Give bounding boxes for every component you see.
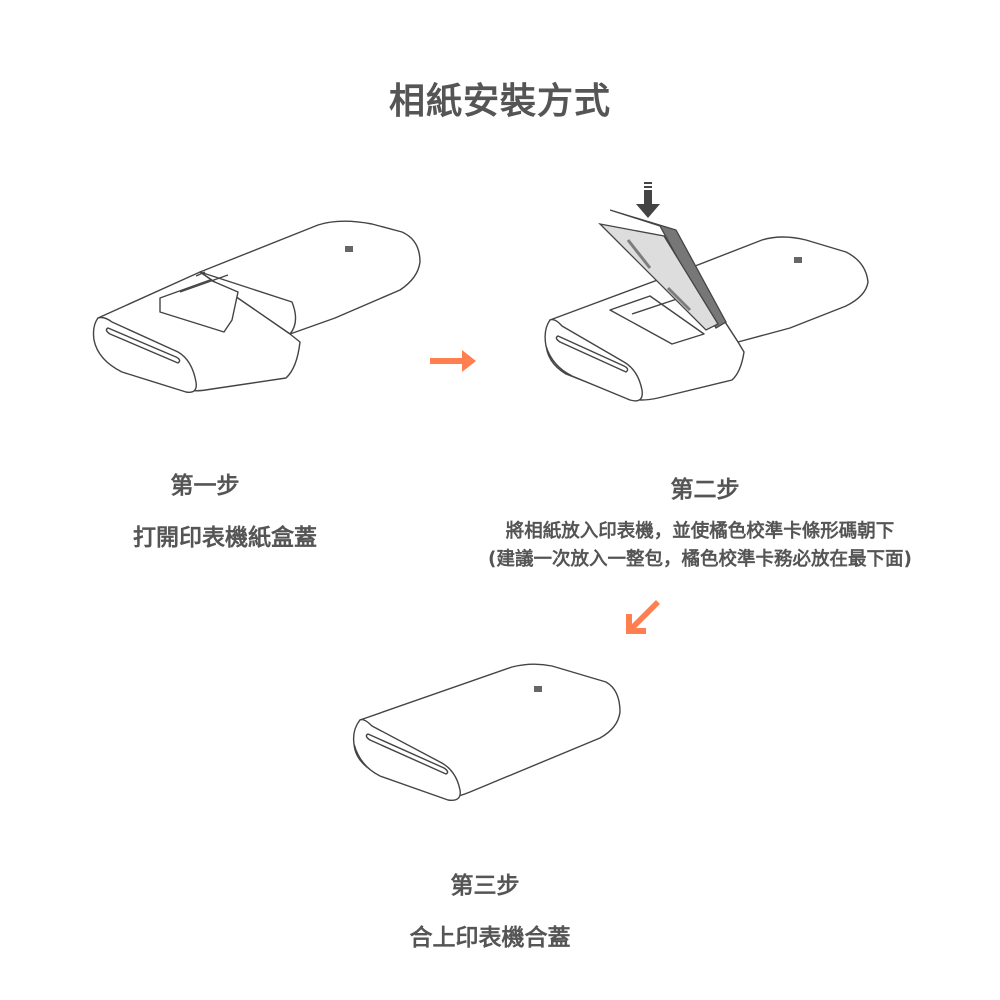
step-1-label: 第一步 — [170, 473, 240, 499]
step-2-label: 第二步 — [670, 477, 740, 503]
step-2-description-line-2: (建議一次放入一整包，橘色校準卡務必放在最下面) — [488, 549, 912, 570]
arrow-right-icon — [430, 350, 476, 372]
step-3-description: 合上印表機合蓋 — [409, 925, 571, 951]
mi-logo-icon — [345, 246, 353, 252]
step-3-label: 第三步 — [450, 873, 520, 899]
mi-logo-icon — [534, 686, 542, 692]
page-title: 相紙安裝方式 — [388, 81, 611, 122]
step-1-description: 打開印表機紙盒蓋 — [133, 525, 317, 551]
arrow-down-left-icon — [626, 600, 660, 634]
mi-logo-icon — [794, 257, 802, 263]
step-2-description-line-1: 將相紙放入印表機，並使橘色校準卡條形碼朝下 — [505, 521, 895, 542]
arrow-down-icon — [636, 182, 660, 218]
